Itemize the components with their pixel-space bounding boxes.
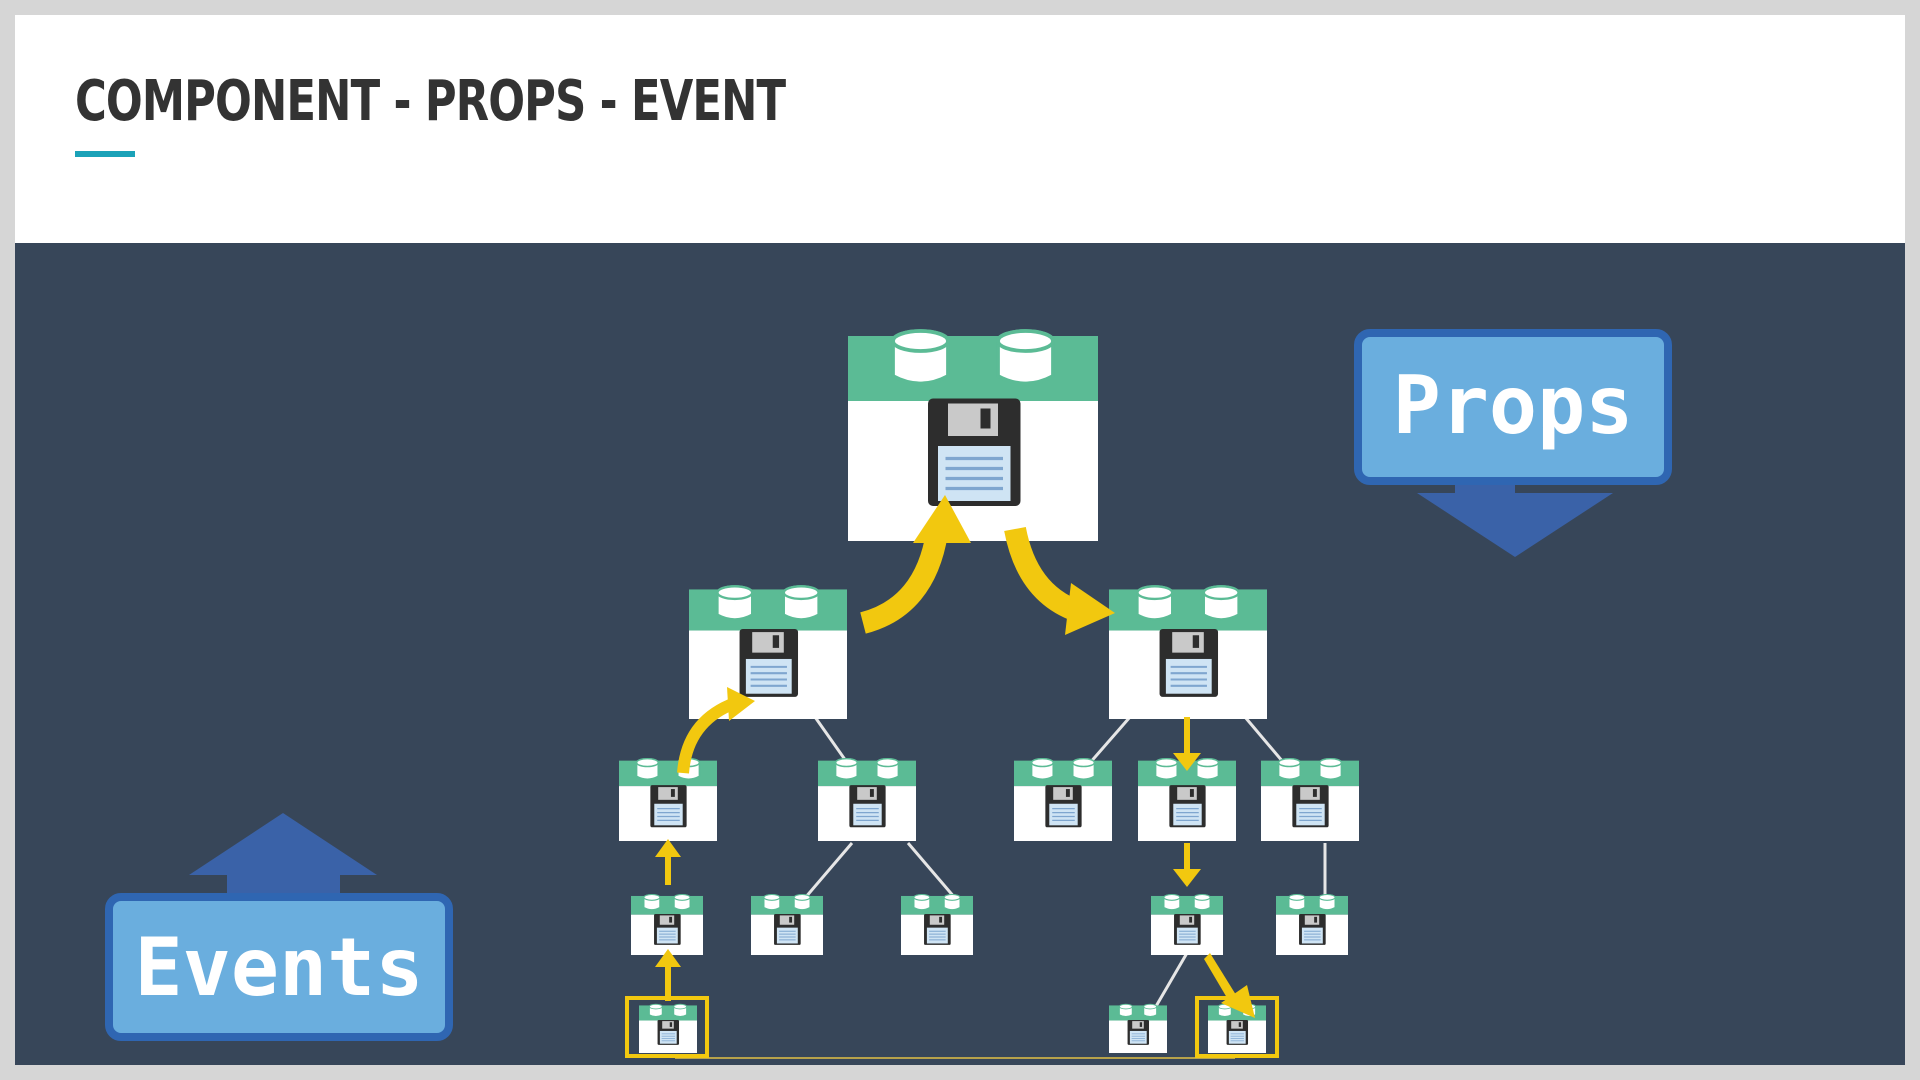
props-callout: Props bbox=[1354, 329, 1672, 557]
flow-arrow-down-1 bbox=[1184, 717, 1190, 757]
tree-connectors bbox=[803, 716, 1327, 1009]
curve-up-small bbox=[677, 697, 738, 774]
component-level3-2 bbox=[750, 893, 824, 955]
component-level3-4 bbox=[1150, 893, 1224, 955]
component-level3-1 bbox=[630, 893, 704, 955]
events-callout: Events bbox=[105, 813, 453, 1041]
curve-down-large-head bbox=[1065, 583, 1115, 635]
component-level2-5 bbox=[1260, 757, 1360, 841]
events-label: Events bbox=[135, 921, 424, 1014]
arrow-down-icon bbox=[1417, 475, 1613, 557]
component-level2-2 bbox=[817, 757, 917, 841]
flow-arrow-up-1 bbox=[665, 963, 671, 1001]
curve-up-large bbox=[859, 531, 948, 634]
flow-arrow-down-3-head bbox=[1221, 985, 1255, 1018]
flow-arrow-up-1-head bbox=[655, 949, 681, 967]
slide: COMPONENT - PROPS - EVENT bbox=[15, 15, 1905, 1065]
component-level1-left bbox=[687, 584, 849, 719]
arrow-up-icon bbox=[189, 813, 377, 897]
flow-arrow-down-3 bbox=[1204, 953, 1241, 1008]
component-leaf-3 bbox=[1207, 1003, 1267, 1053]
component-level3-5 bbox=[1275, 893, 1349, 955]
component-level2-1 bbox=[618, 757, 718, 841]
component-tree-diagram: Props Events bbox=[105, 243, 1672, 1059]
flow-arrow-down-1-head bbox=[1173, 753, 1201, 771]
props-label: Props bbox=[1393, 359, 1634, 452]
curve-up-small-head bbox=[727, 687, 755, 721]
flow-arrow-up-2-head bbox=[655, 839, 681, 857]
component-level2-3 bbox=[1013, 757, 1113, 841]
component-level3-3 bbox=[900, 893, 974, 955]
flow-arrow-down-2-head bbox=[1173, 869, 1201, 887]
component-leaf-2 bbox=[1108, 1003, 1168, 1053]
curve-up-large-head bbox=[913, 495, 971, 543]
component-leaf-1 bbox=[638, 1003, 698, 1053]
flow-arrows bbox=[655, 717, 1255, 1018]
curve-down-large bbox=[1004, 526, 1082, 622]
flow-arrow-up-2 bbox=[665, 855, 671, 885]
title-underline bbox=[75, 151, 135, 157]
component-level1-right bbox=[1107, 584, 1269, 719]
component-level2-4 bbox=[1137, 757, 1237, 841]
component-root bbox=[848, 331, 1098, 541]
flow-arrow-down-2 bbox=[1184, 843, 1190, 873]
diagram-panel: Props Events bbox=[15, 243, 1905, 1065]
slide-title: COMPONENT - PROPS - EVENT bbox=[75, 69, 786, 134]
